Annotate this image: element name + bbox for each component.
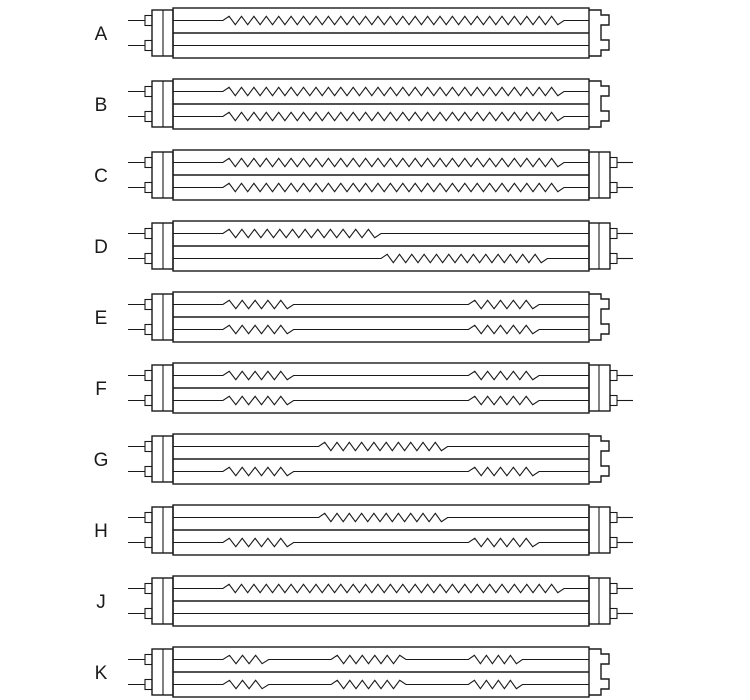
heating-coil: [173, 15, 589, 26]
left-terminal-icon: [144, 607, 153, 620]
element-row-d: D: [94, 220, 633, 272]
heating-coil: [173, 395, 589, 406]
element-row-g: G: [94, 433, 610, 485]
element-row-j: J: [96, 575, 633, 627]
heating-coil: [173, 182, 589, 193]
left-terminal-icon: [144, 298, 153, 311]
element-row-k: K: [95, 646, 610, 698]
left-terminal-icon: [144, 156, 153, 169]
heating-coil: [173, 441, 589, 452]
row-label: B: [95, 95, 108, 116]
heating-coil: [173, 654, 589, 665]
left-terminal-icon: [144, 323, 153, 336]
right-socket-end: [589, 9, 610, 57]
right-socket-end: [589, 648, 610, 696]
left-terminal-icon: [144, 14, 153, 27]
element-row-e: E: [95, 291, 610, 343]
left-terminal-icon: [144, 39, 153, 52]
heating-coil: [173, 466, 589, 477]
heating-coil: [173, 253, 589, 264]
right-terminal-icon: [609, 227, 618, 240]
left-terminal-icon: [144, 252, 153, 265]
right-terminal-icon: [609, 156, 618, 169]
left-terminal-icon: [144, 582, 153, 595]
element-row-h: H: [94, 504, 633, 556]
left-terminal-icon: [144, 227, 153, 240]
heating-coil: [173, 583, 589, 594]
right-terminal-icon: [609, 582, 618, 595]
row-label: A: [95, 24, 108, 45]
element-row-b: B: [95, 78, 610, 130]
row-label: D: [94, 237, 108, 258]
row-label: C: [94, 166, 108, 187]
right-terminal-icon: [609, 369, 618, 382]
heating-coil: [173, 111, 589, 122]
heating-coil: [173, 86, 589, 97]
right-terminal-icon: [609, 181, 618, 194]
left-terminal-icon: [144, 678, 153, 691]
heating-coil: [173, 679, 589, 690]
right-terminal-icon: [609, 252, 618, 265]
right-terminal-icon: [609, 394, 618, 407]
left-terminal-icon: [144, 511, 153, 524]
row-label: E: [95, 308, 108, 329]
heating-coil: [173, 157, 589, 168]
left-terminal-icon: [144, 85, 153, 98]
heating-coil: [173, 512, 589, 523]
row-label: J: [96, 592, 106, 613]
left-terminal-icon: [144, 369, 153, 382]
left-terminal-icon: [144, 440, 153, 453]
heating-coil: [173, 299, 589, 310]
right-socket-end: [589, 80, 610, 128]
left-terminal-icon: [144, 653, 153, 666]
left-terminal-icon: [144, 181, 153, 194]
right-terminal-icon: [609, 511, 618, 524]
element-row-f: F: [95, 362, 633, 414]
right-terminal-icon: [609, 536, 618, 549]
row-label: K: [95, 663, 108, 684]
right-terminal-icon: [609, 607, 618, 620]
element-row-c: C: [94, 149, 633, 201]
heating-coil: [173, 370, 589, 381]
row-label: F: [95, 379, 107, 400]
heating-coil: [173, 228, 589, 239]
heating-coil: [173, 537, 589, 548]
right-socket-end: [589, 435, 610, 483]
left-terminal-icon: [144, 110, 153, 123]
left-terminal-icon: [144, 394, 153, 407]
heating-coil: [173, 324, 589, 335]
right-socket-end: [589, 293, 610, 341]
left-terminal-icon: [144, 536, 153, 549]
element-row-a: A: [95, 7, 610, 59]
row-label: H: [94, 521, 108, 542]
left-terminal-icon: [144, 465, 153, 478]
row-label: G: [94, 450, 109, 471]
